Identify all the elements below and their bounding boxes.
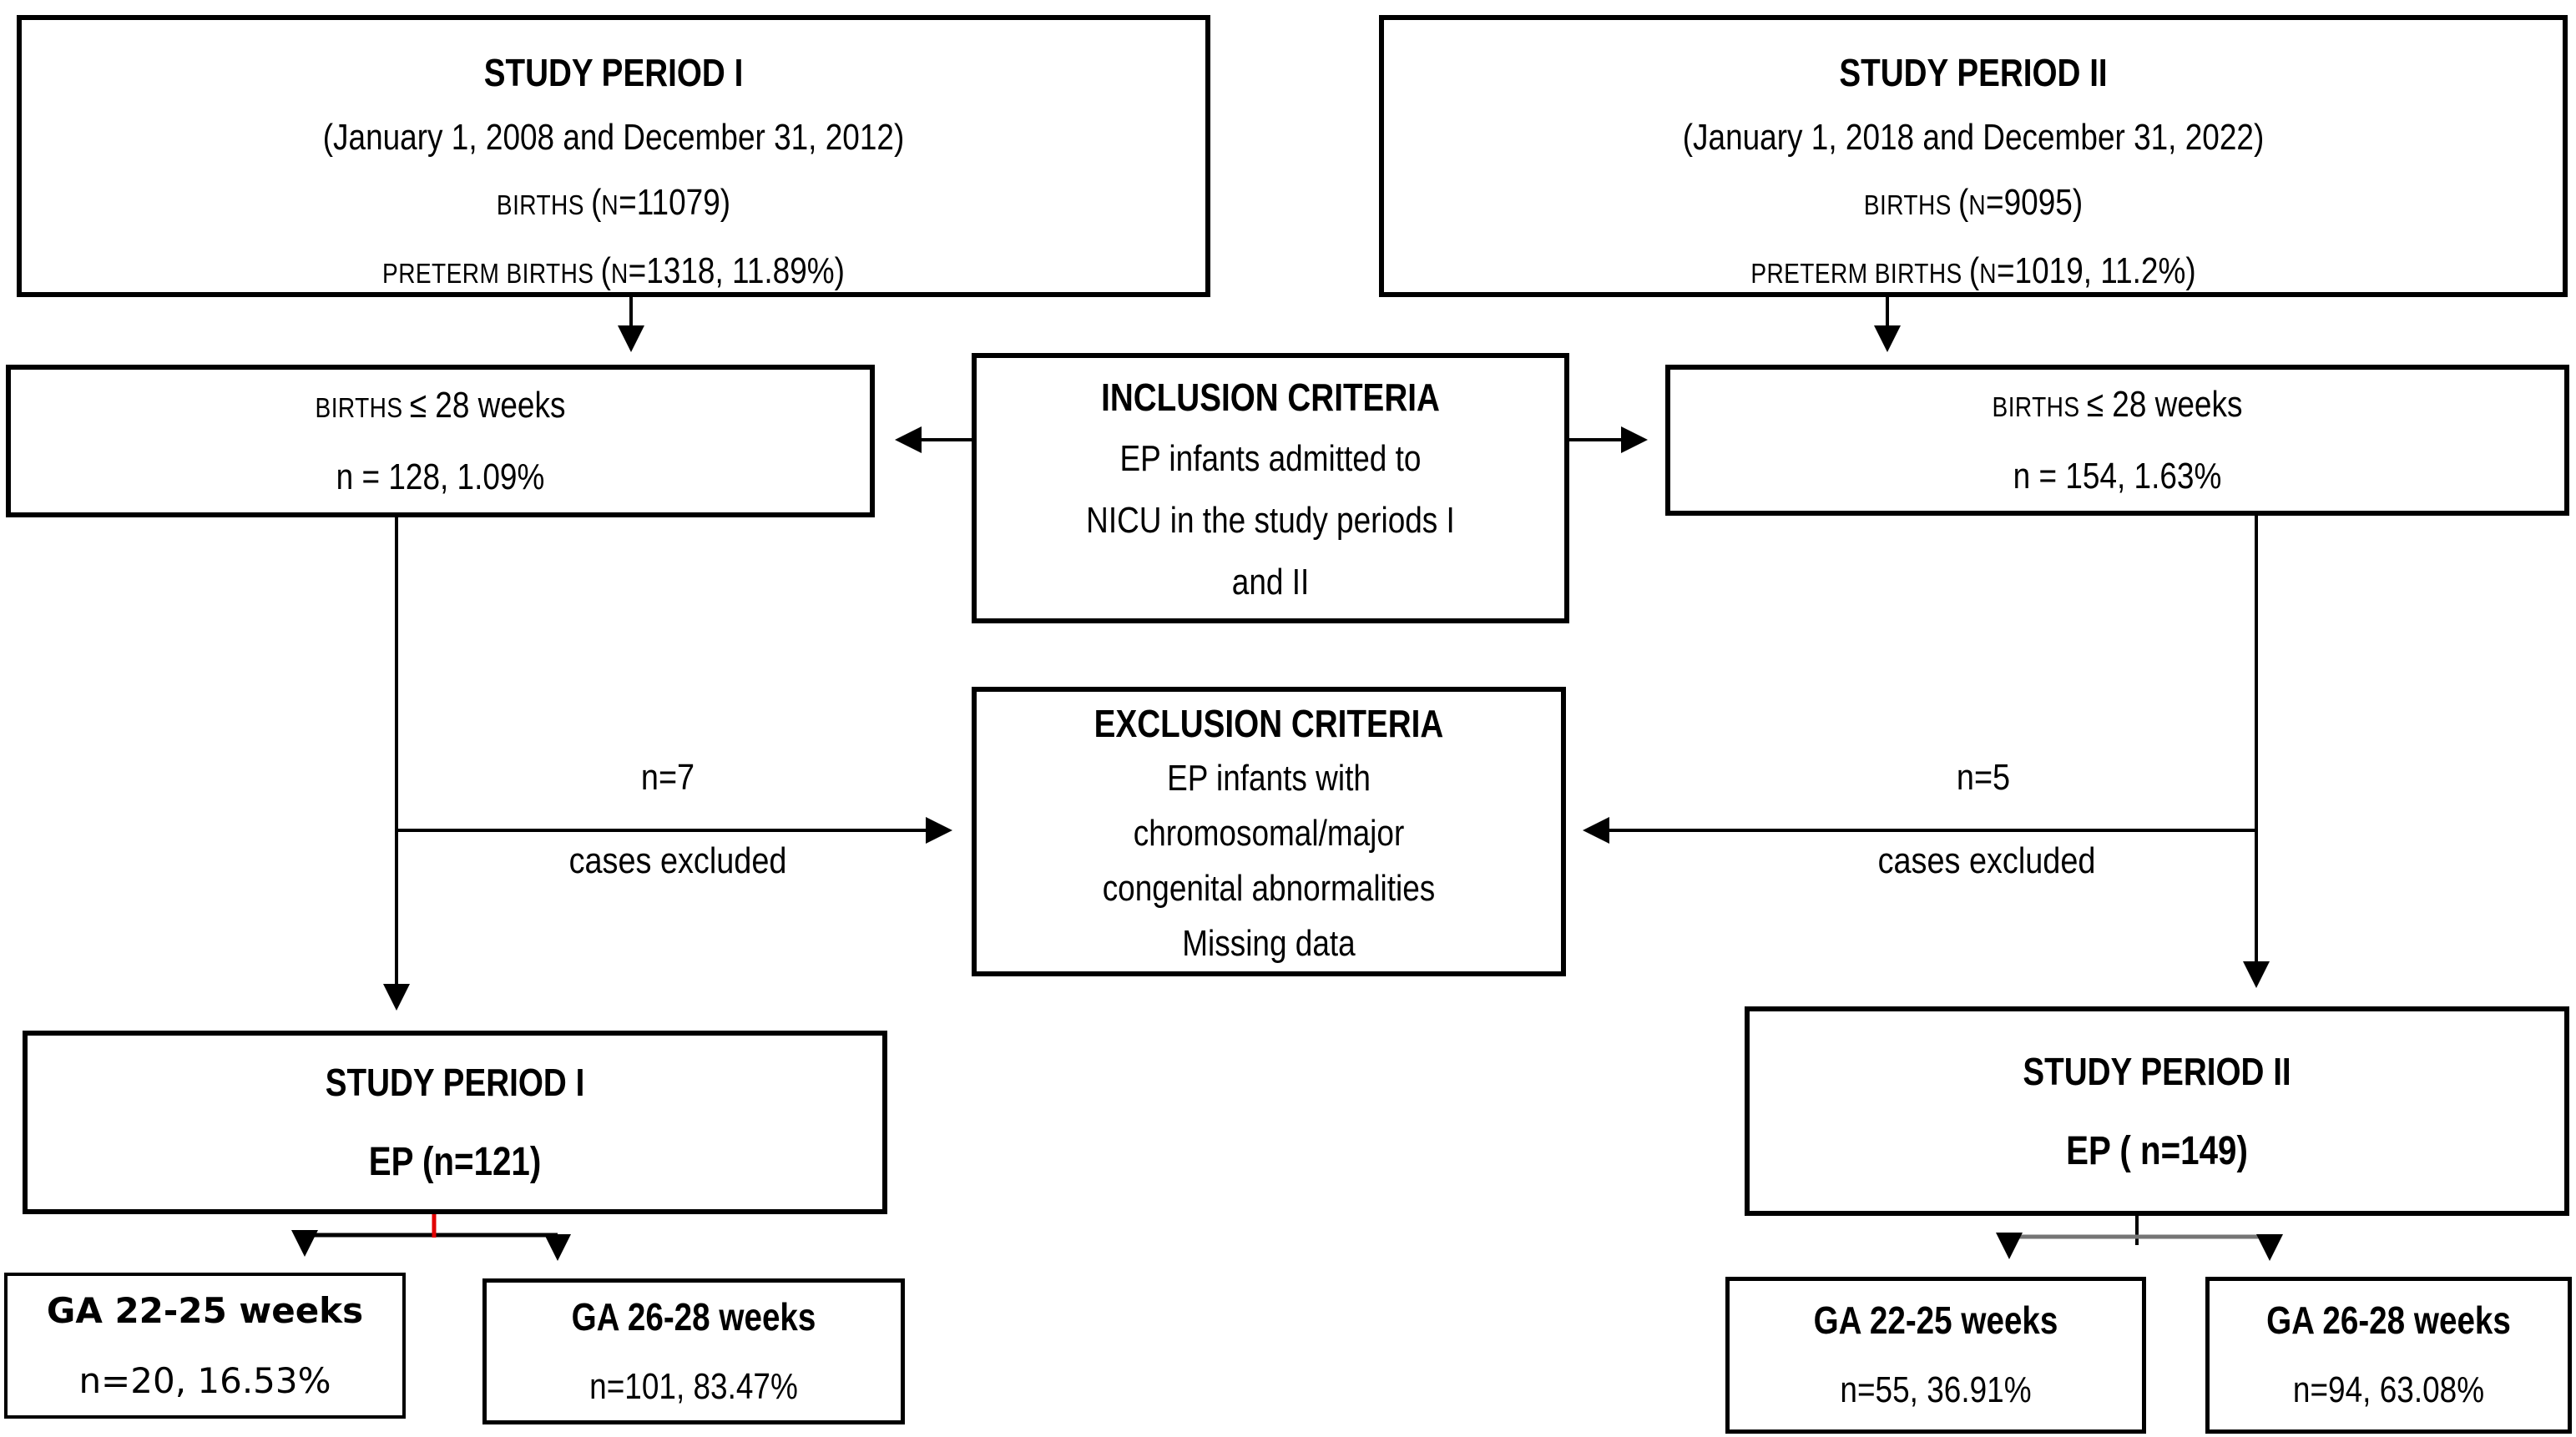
births-label: BIRTHS — [1992, 391, 2087, 423]
study-period-2-ep-box: STUDY PERIOD II EP ( n=149) — [1745, 1006, 2569, 1216]
study-period-1-births: BIRTHS (N=11079) — [496, 182, 731, 223]
ga-26-28-weeks-left-box: GA 26-28 weeks n=101, 83.47% — [482, 1278, 905, 1424]
births-le-28-line: BIRTHS ≤ 28 weeks — [1992, 383, 2243, 425]
ga-right-22-25-value: n=55, 36.91% — [1840, 1369, 2032, 1410]
inclusion-line-2: NICU in the study periods I — [1086, 500, 1455, 541]
ga-left-22-25-title: GA 22-25 weeks — [46, 1289, 364, 1331]
ga-26-28-weeks-right-box: GA 26-28 weeks n=94, 63.08% — [2205, 1277, 2572, 1434]
exclusion-criteria-box: EXCLUSION CRITERIA EP infants with chrom… — [972, 687, 1566, 976]
study-period-1-box: STUDY PERIOD I (January 1, 2008 and Dece… — [17, 15, 1210, 297]
ep2-subtitle: EP ( n=149) — [2066, 1128, 2248, 1173]
inclusion-line-3: and II — [1231, 562, 1310, 603]
ga-left-22-25-value: n=20, 16.53% — [78, 1359, 331, 1401]
study-period-1-dates: (January 1, 2008 and December 31, 2012) — [322, 117, 905, 158]
ep2-title: STUDY PERIOD II — [2023, 1049, 2291, 1093]
study-period-2-births: BIRTHS (N=9095) — [1863, 182, 2084, 223]
exclusion-line-3: congenital abnormalities — [1102, 867, 1436, 909]
exclusion-line-2: chromosomal/major — [1133, 812, 1405, 854]
study-period-2-preterm-births: PRETERM BIRTHS (N=1019, 11.2%) — [1750, 250, 2196, 291]
inclusion-criteria-box: INCLUSION CRITERIA EP infants admitted t… — [972, 353, 1569, 623]
study-period-1-preterm-births: PRETERM BIRTHS (N=1318, 11.89%) — [382, 250, 845, 291]
left-excluded-caption-label: cases excluded — [568, 840, 787, 881]
inclusion-criteria-title: INCLUSION CRITERIA — [1101, 376, 1440, 419]
study-period-2-dates: (January 1, 2018 and December 31, 2022) — [1682, 117, 2265, 158]
births-left-count: n = 128, 1.09% — [336, 456, 545, 497]
ep1-title: STUDY PERIOD I — [325, 1061, 585, 1104]
preterm-births-label: PRETERM BIRTHS — [1750, 259, 1969, 290]
study-period-2-title: STUDY PERIOD II — [1839, 51, 2108, 94]
births-label: BIRTHS — [1863, 190, 1959, 221]
exclusion-line-1: EP infants with — [1167, 757, 1371, 799]
ga-left-26-28-title: GA 26-28 weeks — [571, 1294, 816, 1339]
births-le-28-line: BIRTHS ≤ 28 weeks — [315, 384, 566, 426]
exclusion-line-4: Missing data — [1182, 922, 1356, 964]
study-period-1-ep-box: STUDY PERIOD I EP (n=121) — [23, 1031, 887, 1214]
left-excluded-count-label: n=7 — [640, 757, 695, 798]
ga-left-26-28-value: n=101, 83.47% — [589, 1365, 798, 1407]
ga-right-22-25-title: GA 22-25 weeks — [1813, 1298, 2058, 1342]
ga-22-25-weeks-left-box: GA 22-25 weeks n=20, 16.53% — [4, 1273, 406, 1419]
births-le-28-weeks-right-box: BIRTHS ≤ 28 weeks n = 154, 1.63% — [1665, 365, 2569, 516]
right-excluded-count-label: n=5 — [1956, 757, 2011, 798]
births-le-28-weeks-left-box: BIRTHS ≤ 28 weeks n = 128, 1.09% — [6, 365, 875, 517]
births-label: BIRTHS — [315, 392, 410, 424]
ep1-subtitle: EP (n=121) — [368, 1140, 542, 1184]
ga-22-25-weeks-right-box: GA 22-25 weeks n=55, 36.91% — [1725, 1277, 2146, 1434]
inclusion-line-1: EP infants admitted to — [1119, 438, 1422, 479]
study-period-1-title: STUDY PERIOD I — [483, 51, 744, 94]
ga-right-26-28-title: GA 26-28 weeks — [2266, 1298, 2511, 1342]
study-period-2-box: STUDY PERIOD II (January 1, 2018 and Dec… — [1379, 15, 2568, 297]
births-right-count: n = 154, 1.63% — [2013, 455, 2222, 497]
ga-right-26-28-value: n=94, 63.08% — [2292, 1369, 2485, 1410]
births-label: BIRTHS — [496, 190, 592, 221]
exclusion-criteria-title: EXCLUSION CRITERIA — [1094, 701, 1444, 745]
preterm-births-label: PRETERM BIRTHS — [382, 259, 601, 290]
right-excluded-caption-label: cases excluded — [1877, 840, 2096, 881]
